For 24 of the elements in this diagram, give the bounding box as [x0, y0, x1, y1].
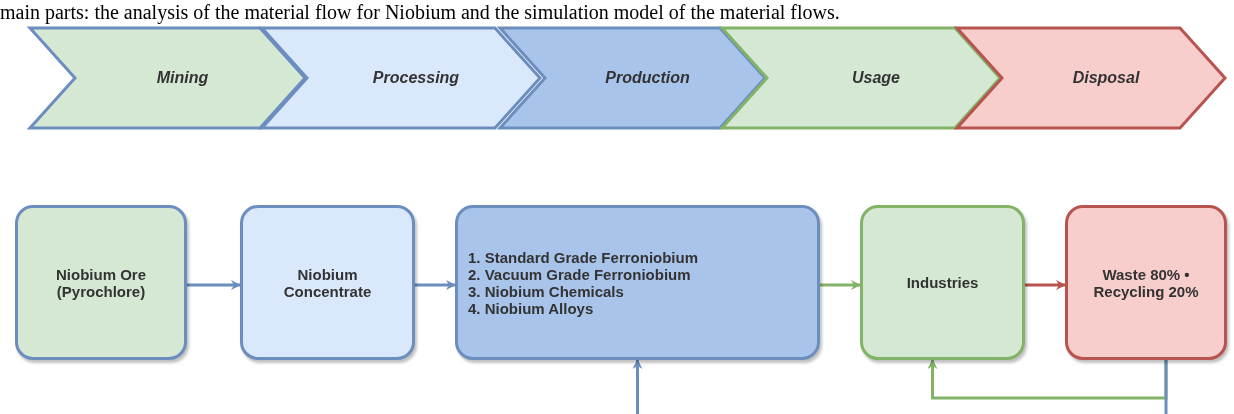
node-text: Production	[604, 69, 690, 87]
node-text: Niobium Concentrate	[282, 265, 373, 300]
arrow	[632, 359, 643, 414]
node-text: Industries	[905, 274, 980, 291]
arrow	[820, 280, 861, 290]
process-box	[240, 205, 415, 360]
node-text: 1. Standard Grade Ferroniobium	[468, 248, 699, 266]
node-text: 4. Niobium Alloys	[468, 299, 594, 317]
node-text: 2. Vacuum Grade Ferroniobium	[468, 265, 691, 283]
node-text: Usage	[851, 69, 900, 87]
process-box	[455, 205, 820, 360]
process-box	[15, 205, 187, 360]
node-text: Waste 80% • Recycling 20%	[1092, 265, 1200, 300]
arrow	[415, 280, 456, 290]
node-text: Disposal	[1071, 69, 1140, 87]
node-text: Processing	[371, 69, 460, 87]
process-box	[1065, 205, 1227, 360]
process-box	[860, 205, 1025, 360]
arrow	[187, 280, 241, 290]
arrow	[1025, 280, 1066, 290]
node-text: Mining	[155, 69, 209, 87]
node-text: 3. Niobium Chemicals	[468, 282, 624, 300]
caption-text: main parts: the analysis of the material flow for Niobium and the simulation model of the material flows.	[0, 0, 840, 24]
node-text: Niobium Ore (Pyrochlore)	[55, 265, 147, 300]
